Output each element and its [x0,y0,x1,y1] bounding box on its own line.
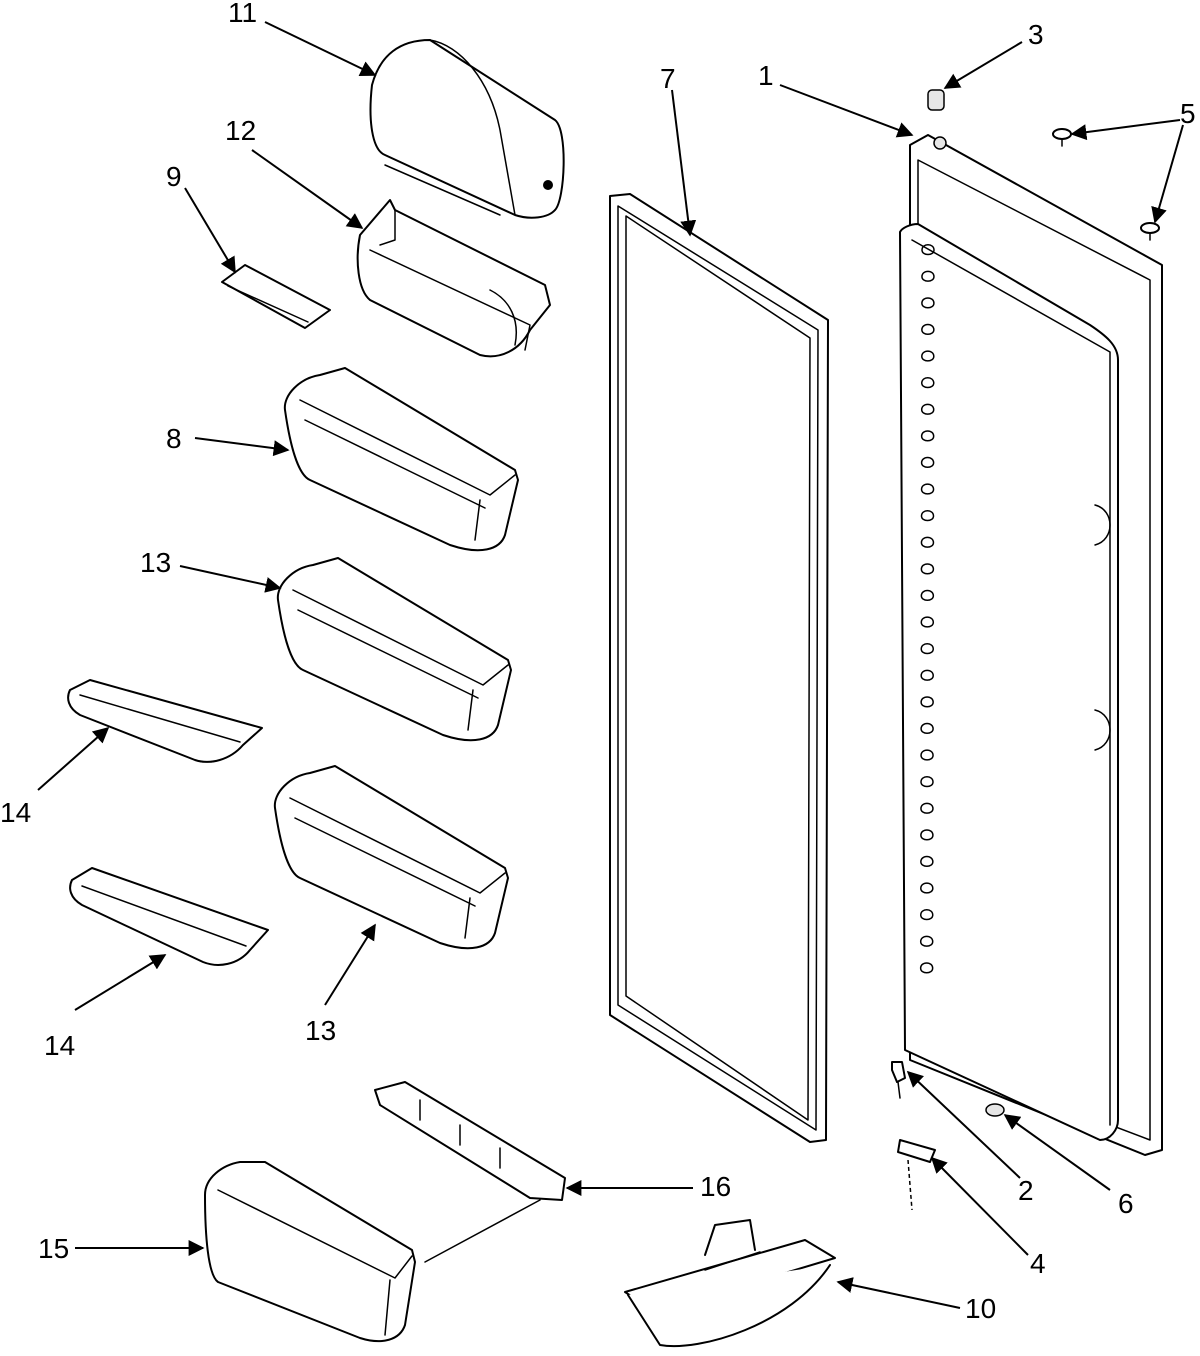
leader-lines [37,21,1184,1309]
callout-14b: 14 [44,1030,75,1061]
callout-13a: 13 [140,547,171,578]
shelf-support-dimples [919,244,935,974]
leader-14a [37,726,110,791]
shelf-support-dimple [920,536,935,548]
shelf-support-dimple [920,909,934,921]
part-plug-b [1140,222,1160,241]
shelf-support-dimple [920,430,935,442]
callout-2: 2 [1018,1175,1034,1206]
shelf-support-dimple [921,323,935,336]
shelf-support-dimple [920,722,934,735]
callout-15: 15 [38,1233,69,1264]
leader-13c [324,923,376,1006]
callout-10: 10 [965,1293,996,1324]
shelf-support-dimple [921,377,935,389]
part-plug-a [1052,128,1072,147]
shelf-support-dimple [920,696,934,708]
leader-10 [836,1277,961,1309]
leader-9 [184,187,236,274]
part-door-bin-15 [204,1161,416,1343]
leader-8 [194,437,290,457]
part-button [985,1103,1005,1117]
shelf-support-dimple [920,456,935,469]
leader-5b [1151,124,1184,224]
shelf-support-dimple [921,270,935,282]
leader-13a [179,565,282,593]
leader-7 [671,89,697,237]
leader-12 [251,149,364,229]
part-cap [927,89,945,111]
part-shelf-bracket [374,1081,566,1263]
part-small-tray [221,264,331,329]
callout-5a: 5 [1180,98,1196,129]
callout-3: 3 [1028,19,1044,50]
shelf-support-dimple [920,643,934,655]
shelf-support-dimple [920,616,935,628]
callout-6: 6 [1118,1188,1134,1219]
part-door-bin-8 [283,367,519,552]
leader-4 [930,1156,1029,1256]
callout-7: 7 [660,63,676,94]
callout-13c: 13 [305,1015,336,1046]
callout-12: 12 [225,115,256,146]
shelf-support-dimple [921,244,935,256]
shelf-support-dimple [920,882,934,894]
part-dairy-bin [356,199,551,358]
leader-1 [779,84,914,138]
callout-14a: 14 [0,797,31,828]
part-dairy-cover [369,39,565,219]
shelf-support-dimple [921,350,935,362]
callout-9: 9 [166,161,182,192]
part-door-gasket [609,193,829,1143]
leader-5a [1070,119,1181,141]
leader-3 [943,41,1023,89]
callout-1: 1 [758,60,774,91]
shelf-support-dimple [920,589,935,602]
shelf-support-dimple [920,510,935,522]
callout-labels: 1 2 3 4 5 5 6 7 8 9 10 11 12 13 13 13 14… [0,0,1196,1324]
shelf-support-dimple [920,829,934,841]
shelf-support-dimple [920,802,934,814]
part-door-bin-13a [276,557,512,742]
leader-2 [906,1070,1021,1179]
shelf-support-dimple [920,483,935,495]
shelf-support-dimple [920,563,935,575]
part-screw [891,1061,906,1099]
leader-14b [74,954,167,1011]
shelf-support-dimple [920,669,934,681]
part-ice-tray [624,1219,836,1347]
part-shelf-retainer-14b [69,867,269,966]
callout-8: 8 [166,423,182,454]
leader-6 [1003,1114,1111,1191]
shelf-support-dimple [919,962,934,974]
shelf-support-dimple [920,855,934,868]
part-shelf-retainer-14a [67,679,263,763]
shelf-support-dimple [919,935,934,947]
shelf-support-dimple [921,297,935,309]
callout-16: 16 [700,1171,731,1202]
callout-4: 4 [1030,1248,1046,1279]
shelf-support-dimple [920,776,934,788]
callout-11: 11 [228,0,257,28]
leader-11 [264,21,377,76]
shelf-support-dimple [920,403,935,415]
part-door-liner [899,134,1163,1156]
part-door-bin-13b [273,765,509,950]
shelf-support-dimple [920,749,934,761]
part-hinge-bracket [897,1139,936,1211]
